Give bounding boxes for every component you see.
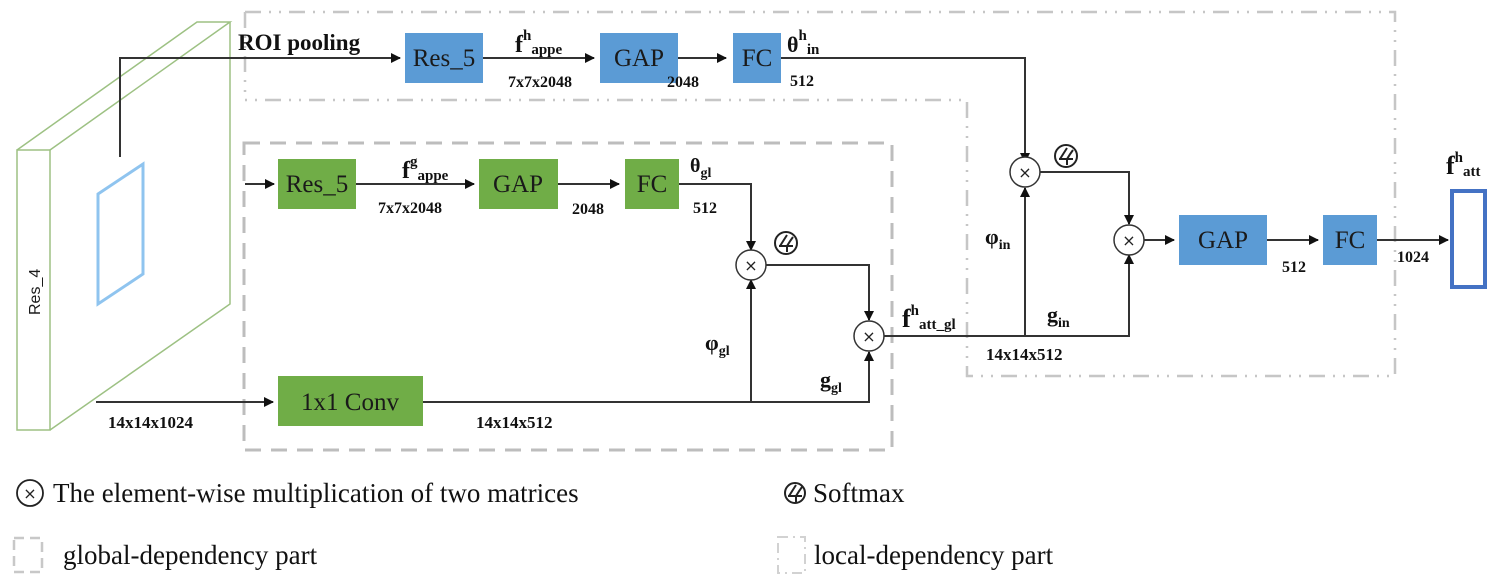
theta-in-edge (781, 57, 1030, 163)
local-gap-dim: 2048 (667, 74, 699, 91)
global-res5-label: Res_5 (286, 171, 349, 198)
theta-gl-edge (679, 183, 756, 251)
f-att-gl-label: fhatt_gl (902, 303, 956, 333)
fusion-dim: 14x14x512 (986, 345, 1063, 364)
svg-text:×: × (862, 327, 875, 346)
fusion-fc-label: FC (1335, 227, 1366, 254)
phi-in-label: φin (985, 224, 1011, 253)
local-gap-block (600, 33, 678, 83)
global-multiply-node-2: × (853, 320, 885, 352)
global-f-appe: fgappe (402, 154, 449, 184)
roi-pooling-label: ROI pooling (238, 30, 361, 55)
svg-text:×: × (1018, 163, 1031, 182)
legend-softmax-text: Softmax (813, 478, 905, 508)
roi-edge (119, 53, 401, 157)
svg-text:×: × (744, 256, 757, 275)
legend: × The element-wise multiplication of two… (12, 478, 1054, 574)
local-theta: θhin (787, 28, 820, 58)
global-multiply-node-1: × (735, 249, 767, 281)
legend-global-text: global-dependency part (63, 540, 318, 570)
local-fc-block (733, 33, 781, 83)
fusion-gap-block (1179, 215, 1267, 265)
fusion-fc-dim: 1024 (1397, 249, 1429, 266)
multiply-legend-icon: × (16, 479, 44, 507)
fusion-fc-block (1323, 215, 1377, 265)
svg-text:×: × (23, 484, 36, 503)
global-legend-icon (12, 536, 44, 574)
local-gap-label: GAP (614, 45, 664, 72)
softmax-icon (774, 231, 798, 255)
svg-text:×: × (1122, 231, 1135, 250)
phi-gl-label: φgl (705, 330, 730, 359)
global-fc-block (625, 159, 679, 209)
g-in-label: gin (1047, 302, 1070, 331)
input-dim-label: 14x14x1024 (108, 413, 194, 432)
conv-label: 1x1 Conv (301, 389, 399, 416)
softmax-in-edge (1040, 171, 1134, 225)
local-res5-block (405, 33, 483, 83)
global-dependency-region (242, 141, 894, 452)
res4-feature-map: Res_4 (16, 21, 233, 431)
fusion-gap-dim: 512 (1282, 259, 1306, 276)
global-fc-dim: 512 (693, 200, 717, 217)
legend-local-text: local-dependency part (814, 540, 1054, 570)
global-gap-block (479, 159, 558, 209)
conv-block (278, 376, 423, 426)
global-gap-label: GAP (493, 171, 543, 198)
output-label: fhatt (1446, 150, 1481, 180)
local-legend-icon (777, 536, 806, 574)
roi-box (96, 161, 145, 307)
local-multiply-node-1: × (1009, 156, 1041, 188)
global-theta: θgl (690, 155, 711, 181)
local-f-appe: fhappe (515, 28, 563, 58)
softmax-icon (1054, 144, 1078, 168)
local-dependency-region (243, 10, 1397, 378)
fusion-multiply-node: × (1113, 224, 1145, 256)
global-gap-dim: 2048 (572, 201, 604, 218)
g-gl-label: ggl (820, 367, 842, 396)
local-res5-dim: 7x7x2048 (508, 74, 572, 91)
conv-dim: 14x14x512 (476, 413, 553, 432)
g-gl-edge (423, 351, 874, 403)
g-in-edge (884, 254, 1134, 337)
local-res5-label: Res_5 (413, 45, 476, 72)
softmax-gl-edge (766, 264, 874, 321)
output-vector (1450, 189, 1487, 289)
local-fc-dim: 512 (790, 73, 814, 90)
softmax-legend-icon (784, 482, 806, 504)
global-fc-label: FC (637, 171, 668, 198)
global-res5-block (278, 159, 356, 209)
global-res5-dim: 7x7x2048 (378, 200, 442, 217)
legend-multiply-text: The element-wise multiplication of two m… (53, 478, 579, 508)
fusion-gap-label: GAP (1198, 227, 1248, 254)
local-fc-label: FC (742, 45, 773, 72)
res4-label: Res_4 (27, 269, 44, 315)
